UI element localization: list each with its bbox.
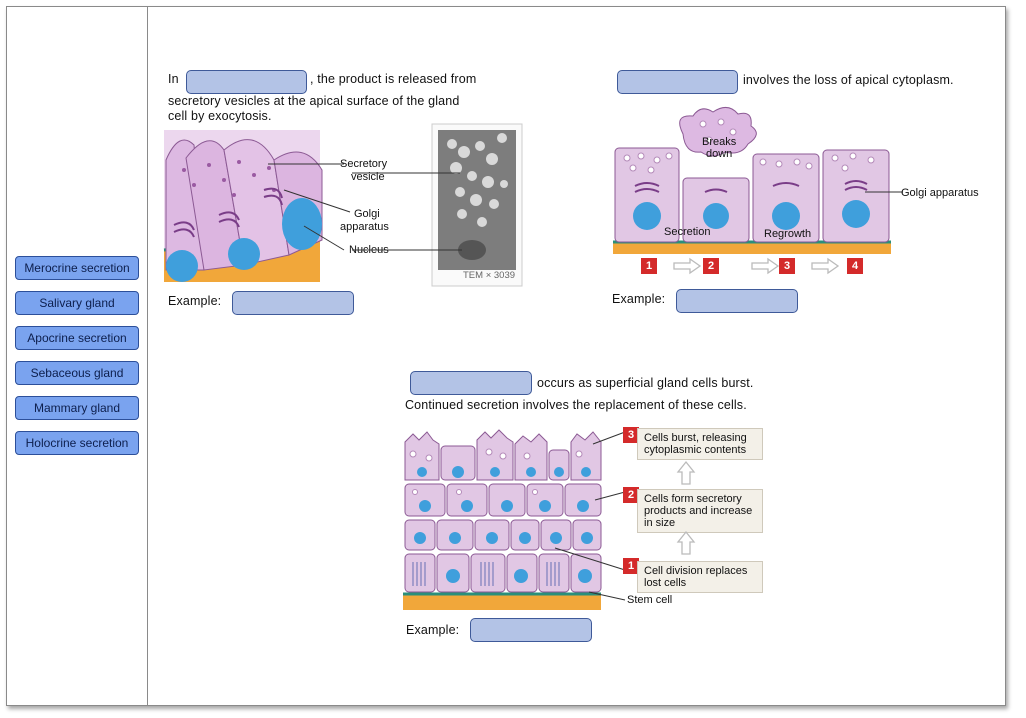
chip-apocrine-secretion[interactable]: Apocrine secretion [15, 326, 139, 350]
chip-sebaceous-gland[interactable]: Sebaceous gland [15, 361, 139, 385]
merocrine-example-label: Example: [168, 294, 222, 308]
holocrine-step-2: 2 [623, 487, 639, 503]
drop-holocrine-example[interactable] [470, 618, 592, 642]
label-vesicle: vesicle [351, 171, 385, 183]
holocrine-step-3: 3 [623, 427, 639, 443]
drop-apocrine-example[interactable] [676, 289, 798, 313]
note-1-line2: lost cells [644, 577, 687, 589]
merocrine-text-line1: , the product is released from [310, 72, 477, 86]
panel-divider [147, 6, 148, 706]
holocrine-illustration [403, 429, 626, 610]
merocrine-in-text: In [168, 72, 179, 86]
holocrine-note-2: Cells form secretory products and increa… [637, 489, 763, 533]
holocrine-sentence: occurs as superficial gland cells burst. [537, 376, 754, 390]
apocrine-step-2: 2 [703, 258, 719, 274]
label-breaks: Breaks [702, 136, 737, 148]
holocrine-note-3: Cells burst, releasing cytoplasmic conte… [637, 428, 763, 460]
apocrine-illustration [613, 107, 903, 254]
note-2-line1: Cells form secretory [644, 493, 742, 505]
holocrine-example-label: Example: [406, 623, 460, 637]
apocrine-example-label: Example: [612, 292, 666, 306]
note-2-line2: products and increase [644, 505, 753, 517]
activity-frame [6, 6, 1006, 706]
label-golgi-apparatus: Golgi apparatus [901, 187, 979, 199]
note-1-line1: Cell division replaces [644, 565, 748, 577]
merocrine-text-line3: cell by exocytosis. [168, 109, 272, 123]
holocrine-text-line2: Continued secretion involves the replace… [405, 398, 747, 412]
holocrine-up-arrows [676, 460, 696, 555]
chip-salivary-gland[interactable]: Salivary gland [15, 291, 139, 315]
chip-mammary-gland[interactable]: Mammary gland [15, 396, 139, 420]
note-3-line1: Cells burst, releasing [644, 432, 747, 444]
label-secretory: Secretory [340, 158, 388, 170]
drop-apocrine-term[interactable] [617, 70, 738, 94]
drop-merocrine-example[interactable] [232, 291, 354, 315]
merocrine-text-line2: secretory vesicles at the apical surface… [168, 94, 460, 108]
label-secretion: Secretion [664, 226, 711, 238]
apocrine-step-1: 1 [641, 258, 657, 274]
label-golgi: Golgi [354, 208, 380, 220]
apocrine-step-arrows [673, 257, 840, 275]
chip-holocrine-secretion[interactable]: Holocrine secretion [15, 431, 139, 455]
tem-label: TEM × 3039 [463, 270, 516, 281]
apocrine-sentence: involves the loss of apical cytoplasm. [743, 73, 954, 87]
apocrine-step-4: 4 [847, 258, 863, 274]
holocrine-note-1: Cell division replaces lost cells [637, 561, 763, 593]
note-2-line3: in size [644, 517, 676, 529]
drop-merocrine-term[interactable] [186, 70, 307, 94]
note-3-line2: cytoplasmic contents [644, 444, 747, 456]
chip-merocrine-secretion[interactable]: Merocrine secretion [15, 256, 139, 280]
label-regrowth: Regrowth [764, 228, 812, 240]
holocrine-step-1: 1 [623, 558, 639, 574]
drop-holocrine-term[interactable] [410, 371, 532, 395]
merocrine-illustration [163, 130, 351, 282]
label-down: down [706, 148, 733, 160]
tem-micrograph [352, 123, 523, 287]
label-apparatus: apparatus [340, 221, 389, 233]
label-stem-cell: Stem cell [627, 594, 673, 606]
apocrine-step-3: 3 [779, 258, 795, 274]
